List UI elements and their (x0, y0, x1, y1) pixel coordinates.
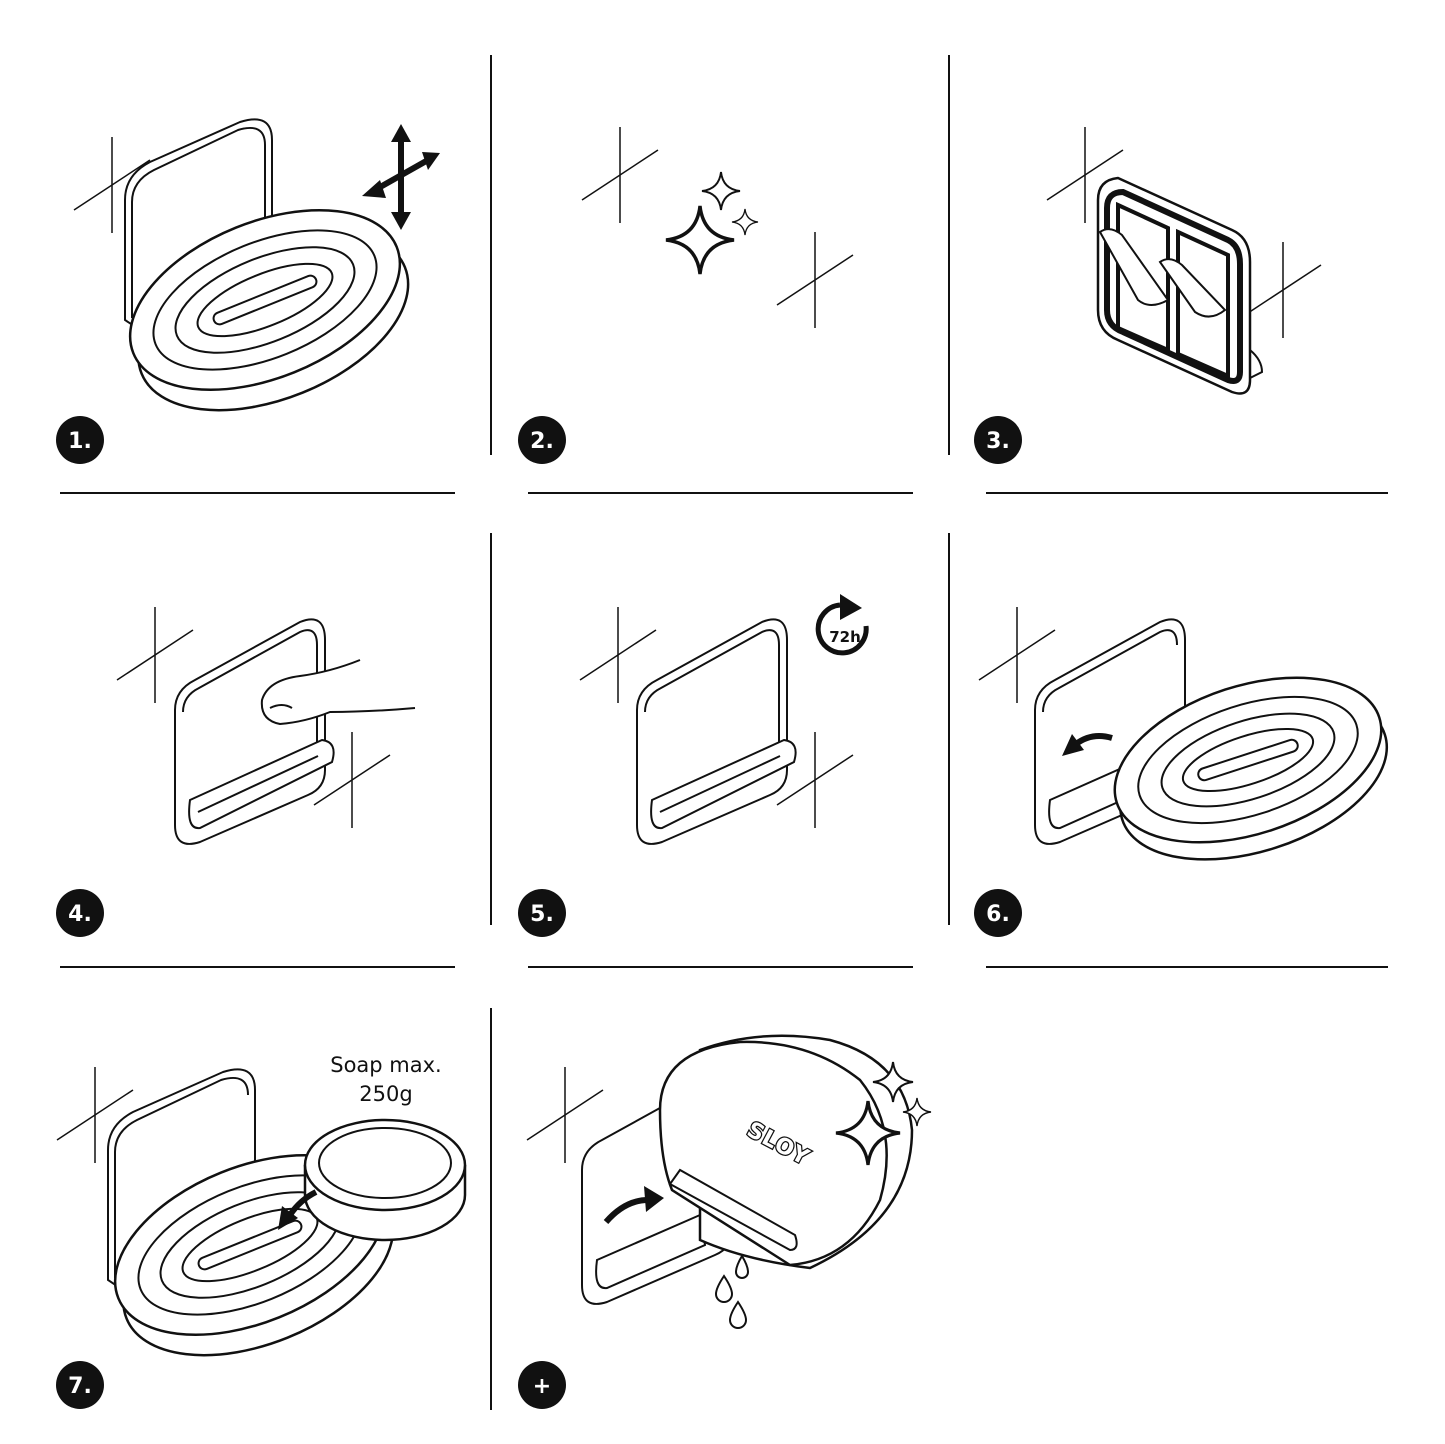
move-arrows-icon (362, 124, 440, 230)
grid-dividers (60, 55, 1388, 1410)
step-number: 2. (530, 429, 554, 454)
soap-dish-icon (1113, 676, 1389, 861)
step-badge-2: 2. (518, 416, 566, 464)
step-number: 6. (986, 902, 1010, 927)
liner-tab-icon (1098, 228, 1227, 318)
place-arrow-icon (278, 1189, 318, 1230)
wall-surface-mark-icon (581, 126, 659, 224)
step-number: 4. (68, 902, 92, 927)
soap-limit-line1: Soap max. (330, 1053, 441, 1077)
step-badge-7: 7. (56, 1361, 104, 1409)
wall-surface-mark-icon (1244, 241, 1322, 339)
timer-label: 72h (829, 628, 861, 646)
sparkle-icon (701, 171, 741, 211)
adhesive-plate-icon (1096, 176, 1264, 395)
wall-plate-icon (636, 618, 797, 845)
step-badge-4: 4. (56, 889, 104, 937)
step-number: 7. (68, 1374, 92, 1399)
panel-6-attach-dish (978, 606, 1389, 861)
slide-arrow-icon (1062, 733, 1113, 756)
panel-2-clean-surface (581, 126, 854, 329)
step-number: 1. (68, 429, 92, 454)
sparkle-icon (664, 204, 736, 276)
step-badge-6: 6. (974, 889, 1022, 937)
step-number: 3. (986, 429, 1010, 454)
wall-plate-icon (174, 618, 335, 845)
wall-surface-mark-icon (776, 231, 854, 329)
panel-plus-remove-and-rinse: SLOY (526, 1034, 932, 1329)
tilt-arrow-icon (603, 1186, 664, 1225)
step-badge-1: 1. (56, 416, 104, 464)
panel-4-press-plate (116, 606, 416, 845)
step-number: + (533, 1374, 551, 1399)
soap-dish-icon (128, 208, 410, 412)
step-badge-5: 5. (518, 889, 566, 937)
step-number: 5. (530, 902, 554, 927)
timer-72h-icon: 72h (815, 594, 869, 656)
step-badge-plus: + (518, 1361, 566, 1409)
tilted-dish-icon: SLOY (658, 1034, 914, 1270)
panel-3-remove-liner (1046, 126, 1322, 395)
soap-limit-line2: 250g (359, 1082, 412, 1106)
panel-7-place-soap: Soap max. 250g (56, 1053, 467, 1357)
panel-1-position-dish (73, 118, 440, 412)
hand-thumb-icon (260, 659, 416, 726)
wall-surface-mark-icon (116, 606, 194, 704)
sparkle-icon (731, 208, 759, 236)
step-badge-3: 3. (974, 416, 1022, 464)
soap-bar-icon (303, 1118, 467, 1242)
water-drops-icon (714, 1254, 750, 1329)
panel-5-wait: 72h (579, 594, 869, 845)
